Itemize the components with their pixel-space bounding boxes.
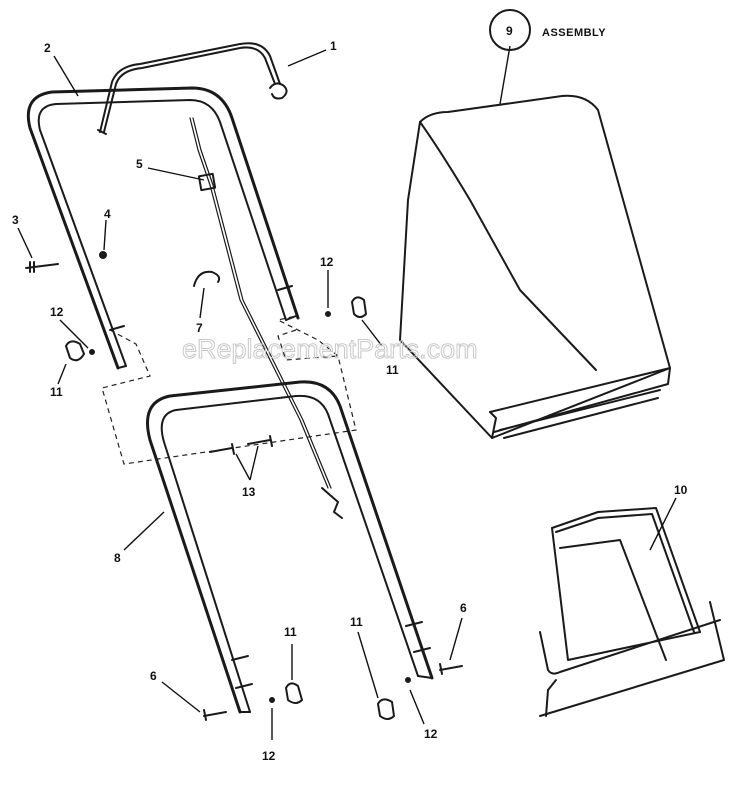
control-cable — [189, 117, 343, 519]
callout-11-lower-center: 11 — [284, 625, 297, 639]
callout-9: 9 — [506, 24, 513, 38]
assembly-circle — [489, 9, 531, 51]
lower-handle — [146, 380, 434, 714]
cable-tie — [193, 270, 221, 287]
watermark: eReplacementParts.com — [182, 334, 478, 364]
wing-nut-lower-right — [377, 698, 395, 720]
callout-10: 10 — [674, 483, 688, 497]
callout-13: 13 — [242, 485, 256, 499]
callout-6-right: 6 — [460, 601, 467, 615]
callout-5: 5 — [136, 157, 143, 171]
connection-guides — [101, 315, 357, 465]
wing-nut-lower-center — [285, 682, 303, 704]
nut-part-4 — [99, 251, 107, 259]
wing-nut-upper-right — [351, 296, 367, 318]
washers — [89, 311, 411, 703]
callout-12-left: 12 — [50, 305, 64, 319]
wing-nut-left — [65, 340, 85, 362]
callout-12-lower-right: 12 — [424, 727, 438, 741]
callout-11-lower-right: 11 — [350, 615, 363, 629]
callout-4: 4 — [104, 207, 111, 221]
carriage-bolts — [209, 435, 273, 455]
grass-bag — [399, 94, 671, 439]
callout-labels: 1 2 3 4 5 7 12 12 11 11 13 8 9 ASSEMBLY … — [12, 24, 688, 763]
callout-7: 7 — [196, 321, 203, 335]
callout-11-left: 11 — [50, 385, 63, 399]
bolt-part-3 — [25, 261, 59, 273]
callout-3: 3 — [12, 213, 19, 227]
leader-lines — [17, 45, 677, 740]
callout-2: 2 — [44, 41, 51, 55]
callout-6-left: 6 — [150, 669, 157, 683]
bolts-part-6 — [203, 663, 463, 721]
control-bail — [97, 42, 288, 135]
callout-8: 8 — [114, 551, 121, 565]
assembly-label: ASSEMBLY — [542, 27, 606, 39]
callout-1: 1 — [330, 39, 337, 53]
callout-12-upper-right: 12 — [320, 255, 334, 269]
callout-12-lower-center: 12 — [262, 749, 276, 763]
upper-handle — [26, 86, 300, 370]
bag-frame — [539, 507, 725, 717]
callout-11-upper-right: 11 — [386, 363, 399, 377]
wing-nuts — [65, 296, 395, 720]
